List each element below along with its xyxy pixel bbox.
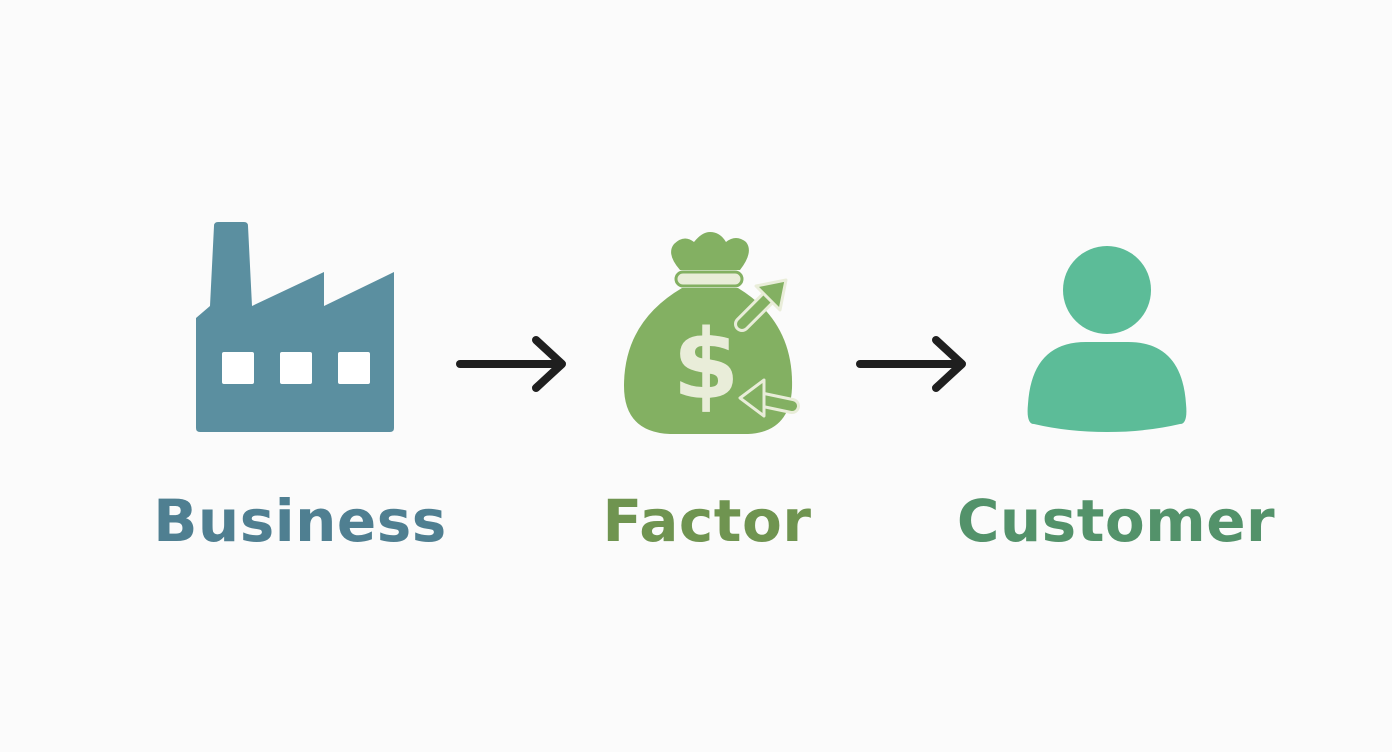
arrow-right-icon	[456, 336, 566, 392]
factory-window	[280, 352, 312, 384]
money-bag-knot	[671, 232, 749, 270]
money-bag-tie	[674, 270, 744, 288]
factory-window	[222, 352, 254, 384]
factory-icon	[196, 222, 394, 432]
factory-window	[338, 352, 370, 384]
label-customer: Customer	[956, 487, 1276, 555]
arrow-out-icon	[734, 278, 788, 332]
arrow-in-icon	[738, 378, 800, 418]
person-body	[1027, 342, 1187, 432]
label-factor: Factor	[602, 487, 812, 555]
dollar-sign: $	[673, 309, 740, 421]
person-icon	[1027, 246, 1187, 432]
person-head	[1063, 246, 1151, 334]
factory-shape	[196, 222, 394, 432]
arrow-right-icon	[856, 336, 966, 392]
money-bag-icon: $	[624, 232, 800, 434]
label-business: Business	[153, 487, 447, 555]
